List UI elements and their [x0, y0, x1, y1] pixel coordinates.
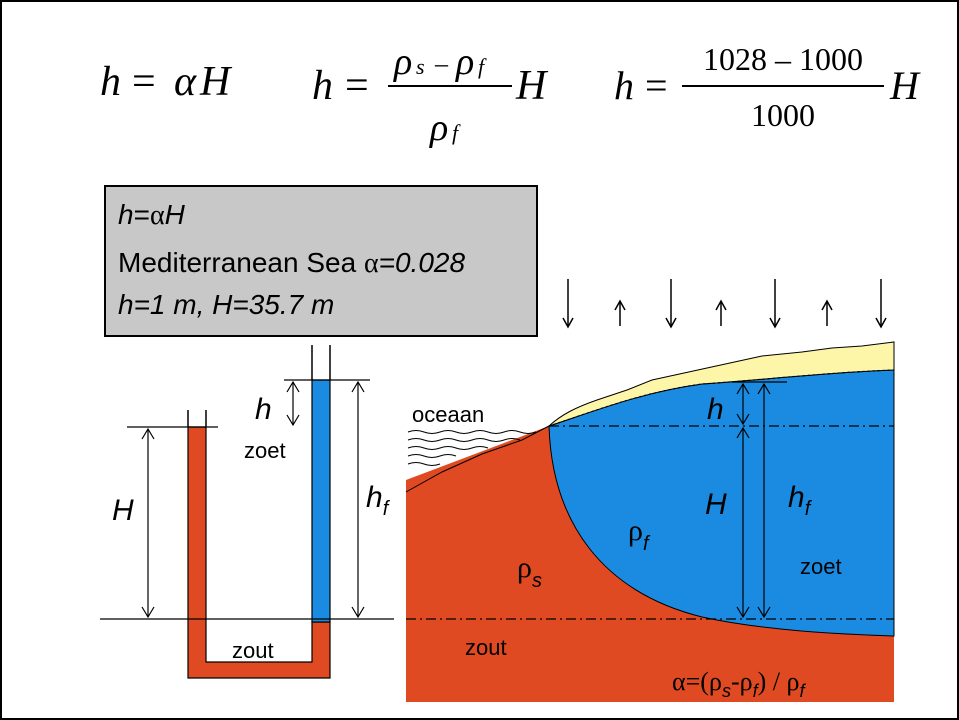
u-tube-label-hf: hf — [366, 481, 391, 520]
cross-section-h-dimension — [736, 382, 750, 426]
formula-3-numerator: 1028 – 1000 — [703, 41, 863, 77]
dune-sand — [548, 341, 895, 427]
cross-section-label-hf: hf — [788, 481, 813, 520]
formula-3-H: H — [889, 63, 921, 108]
cross-section: oceaan h H hf ρf ρs zoet zout α=(ρs-ρf) … — [405, 341, 895, 702]
info-box-line-2: Mediterranean Sea α=0.028 — [118, 247, 465, 279]
u-tube: h zoet H hf zout — [100, 345, 394, 679]
formula-3-eq: = — [645, 63, 668, 108]
precipitation-arrows — [562, 279, 887, 329]
formula-1-h: h — [100, 59, 121, 105]
formula-2: h = ρ s – ρ f ρ f H — [312, 41, 549, 149]
u-tube-label-zout: zout — [232, 638, 274, 663]
arrow-up-1 — [614, 299, 626, 326]
formula-1-H: H — [199, 59, 233, 105]
alpha-formula: α=(ρs-ρf) / ρf — [672, 667, 806, 701]
arrow-down-1 — [562, 279, 574, 329]
formula-3-h: h — [614, 63, 634, 108]
u-tube-H-dimension — [141, 427, 155, 619]
formula-2-H: H — [515, 63, 549, 109]
u-tube-label-zoet: zoet — [244, 438, 286, 463]
info-box-line-3: h=1 m, H=35.7 m — [118, 289, 334, 320]
u-tube-freshwater — [311, 379, 331, 623]
formula-1-eq: = — [132, 59, 156, 105]
cross-section-label-zoet: zoet — [800, 554, 842, 579]
u-tube-hf-dimension — [351, 380, 365, 619]
u-tube-label-H: H — [112, 494, 134, 527]
cross-section-label-h: h — [707, 393, 724, 426]
formula-2-h: h — [312, 63, 333, 109]
info-box-line-1: h=αH — [118, 199, 186, 231]
arrow-up-3 — [821, 299, 833, 326]
formula-2-rho-f: ρ — [455, 41, 474, 83]
formula-1: h = α H — [100, 59, 233, 105]
u-tube-h-dimension — [286, 380, 300, 427]
formula-3: h = 1028 – 1000 1000 H — [614, 41, 921, 133]
cross-section-label-H: H — [705, 488, 727, 521]
formula-1-alpha: α — [174, 59, 197, 105]
ocean-waves — [407, 430, 537, 466]
u-tube-label-h: h — [255, 393, 272, 426]
arrow-down-3 — [769, 279, 781, 329]
formula-2-den-rho: ρ — [429, 107, 448, 149]
formula-2-eq: = — [345, 63, 369, 109]
label-rho-s: ρs — [517, 551, 542, 592]
formula-2-den-sub: f — [452, 120, 461, 145]
label-oceaan: oceaan — [412, 402, 484, 427]
formula-2-sub-f: f — [478, 54, 487, 79]
arrow-down-2 — [665, 279, 677, 329]
info-box-background — [104, 185, 538, 337]
cross-section-hf-dimension — [757, 382, 771, 619]
cross-section-H-dimension — [736, 426, 750, 619]
label-rho-f: ρf — [628, 514, 651, 555]
formula-2-minus: – — [434, 49, 449, 78]
cross-section-label-zout: zout — [465, 635, 507, 660]
formula-2-sub-s: s — [416, 54, 425, 79]
arrow-down-4 — [875, 279, 887, 329]
arrow-up-2 — [715, 299, 727, 326]
seabed-line — [405, 425, 550, 493]
formula-2-rho-s: ρ — [393, 41, 412, 83]
formula-3-denominator: 1000 — [751, 97, 815, 133]
water-table-line — [548, 369, 895, 427]
info-box: h=αH Mediterranean Sea α=0.028 h=1 m, H=… — [104, 185, 538, 337]
